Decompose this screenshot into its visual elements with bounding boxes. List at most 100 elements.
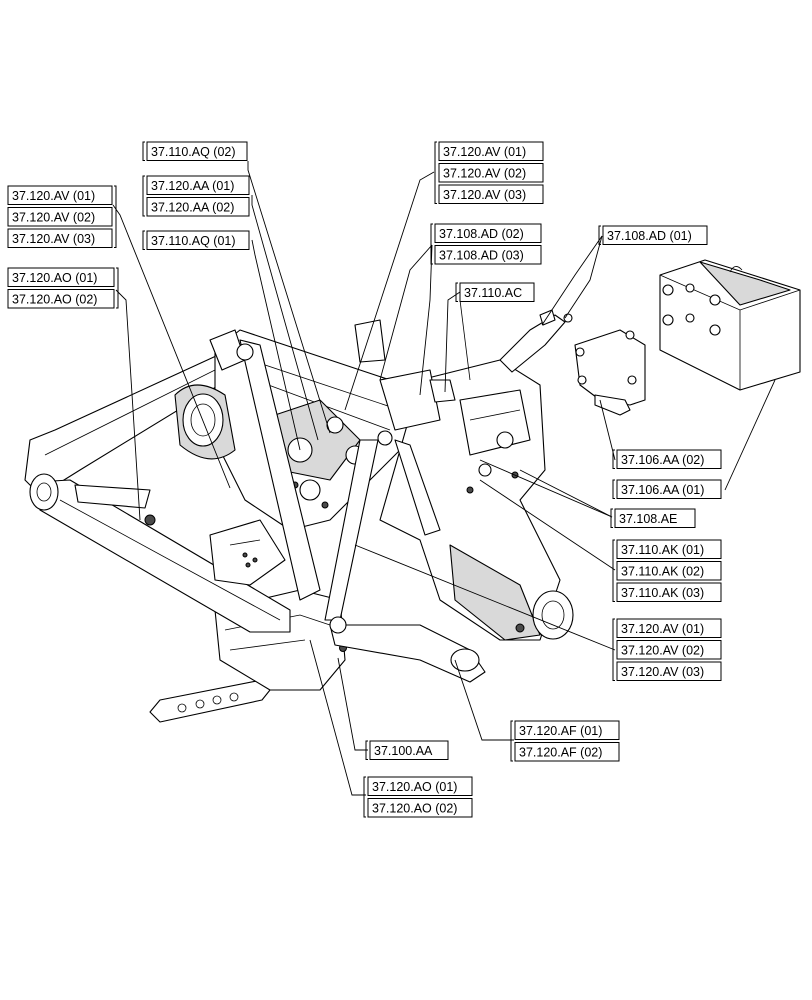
callout-bracket <box>612 449 615 469</box>
callout-g-108ad01: 37.108.AD (01) <box>598 225 708 245</box>
callout-box <box>616 661 722 681</box>
callout-box <box>438 163 544 183</box>
callout-label: 37.120.AV (03) <box>12 232 95 246</box>
left-lower-link-arm <box>24 344 291 633</box>
callout-label: 37.120.AF (02) <box>519 746 602 760</box>
callout-box <box>434 245 542 265</box>
callout-box <box>438 184 544 204</box>
callout-box <box>146 230 250 250</box>
callout-box <box>616 561 722 581</box>
callout-g-108ad02: 37.108.AD (02) 37.108.AD (03) <box>430 223 542 265</box>
callout-box <box>7 207 113 227</box>
rear-hitch-assembly-drawing <box>24 259 801 723</box>
callout-bracket <box>610 508 613 528</box>
callout-label: 37.120.AF (01) <box>519 724 602 738</box>
callout-box <box>616 479 722 499</box>
callout-box <box>438 141 544 161</box>
callout-label: 37.108.AD (01) <box>607 229 692 243</box>
callout-bracket <box>430 223 433 265</box>
callout-label: 37.110.AK (02) <box>621 565 704 579</box>
callout-box <box>614 508 696 528</box>
callout-box <box>602 225 708 245</box>
callout-box <box>369 740 449 760</box>
callout-label: 37.120.AO (01) <box>12 271 97 285</box>
callout-label: 37.120.AO (01) <box>372 780 457 794</box>
callout-label: 37.108.AD (03) <box>439 249 524 263</box>
callout-box <box>514 720 620 740</box>
callout-box <box>434 223 542 243</box>
callout-box <box>7 228 113 248</box>
callout-bracket <box>116 267 119 309</box>
callout-box <box>146 175 250 195</box>
callout-labels: 37.110.AQ (02)37.120.AA (01)37.120.AA (0… <box>7 141 722 818</box>
callout-g-120af: 37.120.AF (01) 37.120.AF (02) <box>510 720 620 762</box>
callout-label: 37.120.AV (02) <box>621 644 704 658</box>
callout-label: 37.110.AC <box>464 286 522 300</box>
callout-bracket <box>612 618 615 681</box>
callout-box <box>616 582 722 602</box>
callout-label: 37.120.AV (02) <box>443 167 526 181</box>
callout-g-120av-l: 37.120.AV (01) 37.120.AV (02) 37.120.AV (0… <box>7 185 117 248</box>
lift-rods <box>324 430 441 634</box>
callout-label: 37.120.AV (02) <box>12 211 95 225</box>
callout-label: 37.120.AO (02) <box>372 802 457 816</box>
callout-bracket <box>455 282 458 302</box>
callout-label: 37.108.AD (02) <box>439 227 524 241</box>
top-fittings <box>354 299 471 431</box>
callout-bracket <box>142 175 145 217</box>
counterweight-block <box>659 259 801 391</box>
callout-box <box>146 141 248 161</box>
callout-box <box>514 742 620 762</box>
mounting-bracket <box>574 329 646 416</box>
callout-label: 37.100.AA <box>374 744 433 758</box>
callout-label: 37.110.AK (01) <box>621 543 704 557</box>
callout-label: 37.120.AV (03) <box>621 665 704 679</box>
callout-box <box>7 185 113 205</box>
callout-label: 37.110.AK (03) <box>621 586 704 600</box>
callout-label: 37.108.AE <box>619 512 677 526</box>
callout-label: 37.120.AO (02) <box>12 293 97 307</box>
control-lever <box>499 309 573 373</box>
drawbar <box>149 679 271 723</box>
callout-label: 37.106.AA (01) <box>621 483 704 497</box>
callout-box <box>367 798 473 818</box>
callout-box <box>616 539 722 559</box>
callout-leaders <box>112 161 776 796</box>
callout-label: 37.110.AQ (01) <box>151 234 236 248</box>
callout-bracket <box>612 539 615 602</box>
callout-label: 37.106.AA (02) <box>621 453 704 467</box>
callout-g-106aa02: 37.106.AA (02) <box>612 449 722 469</box>
callout-g-120ao-l: 37.120.AO (01) 37.120.AO (02) <box>7 267 119 309</box>
callout-box <box>616 618 722 638</box>
callout-label: 37.120.AA (02) <box>151 201 234 215</box>
callout-bracket <box>142 141 145 161</box>
callout-box <box>367 776 473 796</box>
callout-label: 37.120.AA (01) <box>151 179 234 193</box>
callout-bracket <box>363 776 366 818</box>
callout-bracket <box>510 720 513 762</box>
valve-box <box>209 519 286 586</box>
callout-label: 37.120.AV (01) <box>621 622 704 636</box>
callout-label: 37.120.AV (01) <box>443 145 526 159</box>
callout-bracket <box>612 479 615 499</box>
callout-g-110aq01: 37.110.AQ (01) <box>142 230 250 250</box>
rear-axle-housing <box>379 359 574 641</box>
callout-label: 37.120.AV (01) <box>12 189 95 203</box>
left-lift-arm <box>209 329 321 601</box>
callout-bracket <box>434 141 437 204</box>
callout-g-120av-t: 37.120.AV (01) 37.120.AV (02) 37.120.AV (0… <box>434 141 544 204</box>
callout-label: 37.120.AV (03) <box>443 188 526 202</box>
callout-g-106aa01: 37.106.AA (01) <box>612 479 722 499</box>
callout-box <box>146 197 250 217</box>
callout-g-120av-r: 37.120.AV (01) 37.120.AV (02) 37.120.AV (0… <box>612 618 722 681</box>
callout-g-110aq02: 37.110.AQ (02) <box>142 141 248 161</box>
callout-label: 37.110.AQ (02) <box>151 145 236 159</box>
lower-right-link <box>329 623 525 683</box>
callout-box <box>616 449 722 469</box>
callout-g-110ak: 37.110.AK (01) 37.110.AK (02) 37.110.AK (0… <box>612 539 722 602</box>
callout-g-108ae: 37.108.AE <box>610 508 696 528</box>
callout-g-120aa: 37.120.AA (01) 37.120.AA (02) <box>142 175 250 217</box>
callout-box <box>7 289 115 309</box>
callout-bracket <box>114 185 117 248</box>
